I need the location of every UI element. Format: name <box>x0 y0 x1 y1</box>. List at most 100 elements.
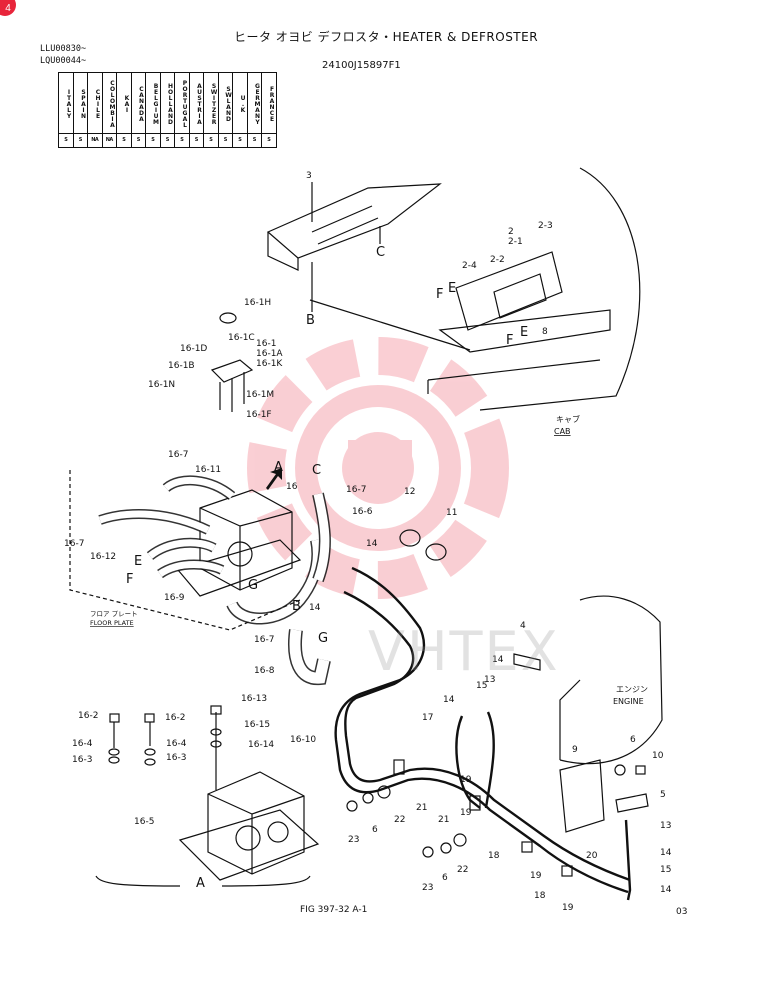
cab-floor-edge <box>427 359 601 394</box>
callout-16-8: 16-8 <box>254 666 275 676</box>
duct-part-3 <box>266 183 442 259</box>
clamp-21a <box>393 759 405 775</box>
country-cell: KAI <box>116 72 132 134</box>
defroster-panel-2 <box>455 251 563 331</box>
callout-16-4: 16-4 <box>166 739 187 749</box>
callout-2: 2 <box>508 227 514 237</box>
figure-number: FIG 397-32 A-1 <box>300 905 368 915</box>
callout-16-2: 16-2 <box>78 711 98 721</box>
heater-detail-fan <box>235 825 261 851</box>
callout-16-1c: 16-1C <box>228 333 255 343</box>
code-cell: S <box>203 133 219 148</box>
callout-6: 6 <box>442 873 448 883</box>
heater-unit-16-edges <box>199 507 293 590</box>
callout-9: 9 <box>572 745 578 755</box>
callout-14: 14 <box>443 695 455 705</box>
country-cell: CANADA <box>130 72 146 134</box>
hose-g-inner <box>227 539 322 623</box>
callout-14: 14 <box>366 539 378 549</box>
callout-16-1a: 16-1A <box>256 349 283 359</box>
callout-c: C <box>312 463 321 478</box>
callout-f: F <box>126 572 133 587</box>
callout-12: 12 <box>404 487 415 497</box>
country-cell: AUSTRIA <box>188 72 204 134</box>
floor-plate-label-jp: フロア プレート <box>90 610 138 618</box>
callout-16-13: 16-13 <box>241 694 267 704</box>
defroster-panel-2-inner <box>493 273 547 319</box>
callout-16-4: 16-4 <box>72 739 93 749</box>
callout-16-3: 16-3 <box>72 755 92 765</box>
callout-16-1m: 16-1M <box>246 390 274 400</box>
callout-g: G <box>318 631 328 646</box>
callout-6: 6 <box>630 735 636 745</box>
country-cell: U.K <box>232 72 248 134</box>
country-codes-row: S S NA NA S S S S S S S S S S S <box>58 133 277 148</box>
heater-detail-16-10 <box>207 771 305 875</box>
country-applicability-table: ITALY SPAIN CHILE COLOMBIA KAI CANADA BE… <box>58 72 277 148</box>
pipe-20 <box>484 711 495 809</box>
callout-2-2: 2-2 <box>490 255 505 265</box>
callout-f: F <box>506 333 513 348</box>
hose-e-inner <box>147 539 216 559</box>
washer-22b <box>453 833 467 847</box>
callout-10: 10 <box>652 751 664 761</box>
nut-23b <box>422 846 434 858</box>
nut-23a <box>346 800 358 812</box>
duct-part-3-vents <box>311 205 379 245</box>
callout-16-1h: 16-1H <box>244 298 271 308</box>
callout-18: 18 <box>488 851 500 861</box>
valve-4 <box>513 653 541 671</box>
engine-label-jp: エンジン <box>616 685 648 694</box>
pipe-19-outer <box>334 566 629 894</box>
callout-21: 21 <box>416 803 427 813</box>
code-cell: S <box>188 133 204 148</box>
callout-16-1b: 16-1B <box>168 361 195 371</box>
callout-16-3: 16-3 <box>166 753 186 763</box>
callout-6: 6 <box>372 825 378 835</box>
page-corner-badge: 4 <box>0 0 16 16</box>
serial-range-1: LLU00830~ <box>40 44 87 54</box>
code-cell: S <box>145 133 161 148</box>
callout-16-1d: 16-1D <box>180 344 207 354</box>
code-cell: S <box>174 133 190 148</box>
callout-19: 19 <box>460 808 472 818</box>
callout-c: C <box>376 245 385 260</box>
cab-outline <box>479 167 641 411</box>
washer-16-3a <box>108 756 120 764</box>
callout-22: 22 <box>394 815 405 825</box>
hose-f-inner <box>157 561 224 577</box>
country-cell: BELGIUM <box>145 72 161 134</box>
callout-14: 14 <box>660 848 672 858</box>
hose-16-7-left-inner <box>98 510 210 534</box>
code-cell: S <box>217 133 233 148</box>
callout-18: 18 <box>534 891 546 901</box>
knob-16-1h <box>219 312 237 324</box>
callout-16-5: 16-5 <box>134 817 154 827</box>
duct-part-3-side <box>267 232 299 271</box>
callout-a: A <box>274 460 283 475</box>
washer-22a <box>377 785 391 799</box>
callout-f: F <box>436 287 443 302</box>
fitting-5 <box>615 793 649 813</box>
callout-b: B <box>306 313 315 328</box>
callout-16-9: 16-9 <box>164 593 185 603</box>
callout-16-12: 16-12 <box>90 552 116 562</box>
hose-16-6-inner <box>313 492 330 582</box>
callout-22: 22 <box>457 865 468 875</box>
callout-13: 13 <box>660 821 671 831</box>
engine-outline-lower <box>559 679 581 760</box>
floor-plate-outline <box>69 470 301 631</box>
control-wires <box>219 372 245 412</box>
leader-lines-top <box>311 182 381 312</box>
serial-range-2: LQU00044~ <box>40 56 87 66</box>
callout-g: G <box>248 578 258 593</box>
cab-label-jp: キャブ <box>556 414 580 424</box>
pipe-17 <box>455 715 481 809</box>
hose-16-8-inner <box>289 629 330 684</box>
grommet-12 <box>399 529 421 547</box>
callout-2-1: 2-1 <box>508 237 523 247</box>
cab-shelf <box>438 309 611 353</box>
washer-16-4a <box>108 748 120 756</box>
leader-line-b <box>309 299 471 351</box>
